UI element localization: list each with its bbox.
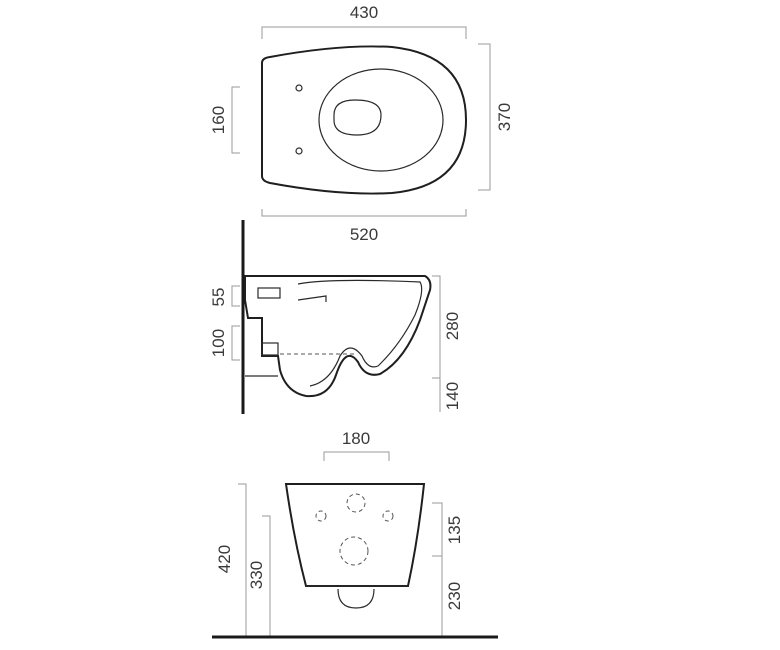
dim-label-230: 230 — [445, 582, 464, 610]
dim-line-135 — [432, 502, 443, 557]
dim-line-160 — [231, 86, 240, 154]
dim-line-100 — [231, 325, 240, 361]
fixing-hole-bottom — [295, 147, 303, 155]
toilet-side-outline — [244, 275, 432, 398]
dim-line-520 — [261, 209, 467, 217]
dim-line-180 — [323, 451, 390, 461]
dim-label-520: 520 — [350, 225, 378, 244]
hole-top — [346, 493, 366, 513]
dim-label-180: 180 — [342, 429, 370, 448]
dim-label-135: 135 — [445, 516, 464, 544]
toilet-top-outline — [261, 45, 468, 195]
top-view: 430 370 160 520 — [209, 3, 514, 244]
dim-line-280 — [432, 275, 441, 379]
dim-label-100: 100 — [209, 329, 228, 357]
hole-right — [382, 510, 394, 522]
hole-center — [339, 536, 369, 566]
dim-line-330 — [262, 515, 271, 636]
dim-label-370: 370 — [495, 103, 514, 131]
dim-label-420: 420 — [215, 545, 234, 573]
outlet-coupling — [261, 342, 279, 356]
inlet-marker — [297, 295, 327, 302]
front-outlet — [337, 588, 375, 609]
dim-label-330: 330 — [247, 561, 266, 589]
dim-label-55: 55 — [209, 288, 228, 307]
front-view: 180 420 330 135 230 — [212, 429, 498, 639]
bowl-inner-curve — [297, 279, 423, 387]
dim-line-420 — [238, 483, 247, 636]
dim-line-430 — [261, 26, 467, 39]
dim-line-370 — [478, 43, 491, 191]
dim-line-55 — [231, 285, 240, 307]
bowl-rim — [318, 68, 444, 172]
hole-left — [315, 510, 327, 522]
bowl-outlet — [333, 99, 382, 136]
side-view: 55 100 280 140 — [209, 220, 462, 414]
fixing-hole-top — [295, 84, 303, 92]
dim-label-140: 140 — [443, 382, 462, 410]
inlet-coupling — [257, 287, 281, 299]
toilet-front-outline — [284, 483, 426, 587]
dim-label-280: 280 — [443, 312, 462, 340]
dim-label-430: 430 — [350, 3, 378, 22]
dim-label-160: 160 — [209, 106, 228, 134]
